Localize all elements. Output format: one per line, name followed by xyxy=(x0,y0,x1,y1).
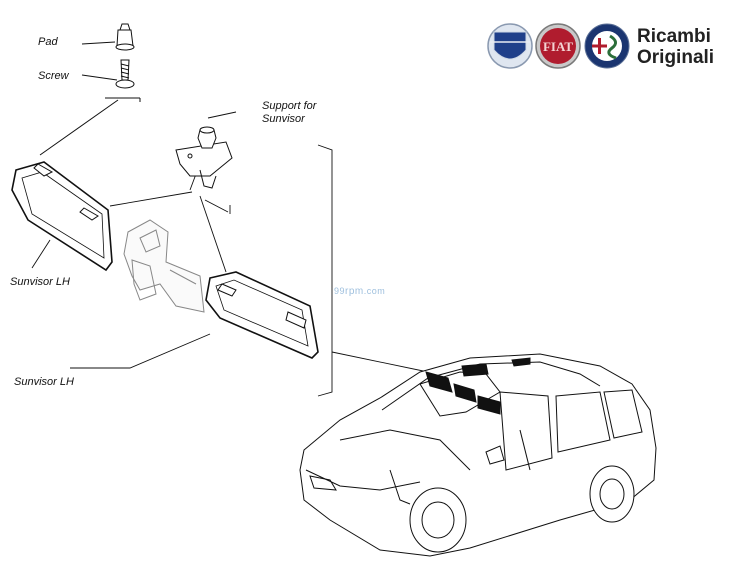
brand-title: Ricambi Originali xyxy=(637,26,714,68)
lancia-logo xyxy=(487,23,533,69)
sunvisor-lower-label: Sunvisor LH xyxy=(14,376,74,388)
car-sunvisor-highlight xyxy=(425,357,531,415)
hinge-assembly xyxy=(123,219,205,313)
screw-part xyxy=(115,59,135,89)
watermark: 99rpm.com xyxy=(334,286,385,297)
pad-label: Pad xyxy=(38,36,58,48)
pad-part xyxy=(115,23,135,51)
support-part xyxy=(175,111,237,189)
support-label-line1: Support for xyxy=(262,100,317,112)
support-label: Support for Sunvisor xyxy=(262,100,316,126)
screw-label: Screw xyxy=(38,70,69,82)
fiat-logo: FIAT xyxy=(535,23,581,69)
watermark-suffix: .com xyxy=(363,286,386,296)
alfa-romeo-logo xyxy=(584,23,630,69)
watermark-main: rpm xyxy=(345,286,364,297)
brand-logos: FIAT xyxy=(487,23,630,69)
support-label-line2: Sunvisor xyxy=(262,113,305,125)
brand-line2: Originali xyxy=(637,47,715,68)
sunvisor-lower xyxy=(205,271,319,359)
sunvisor-upper xyxy=(11,161,113,272)
car-outline xyxy=(299,353,657,557)
watermark-prefix: 99 xyxy=(334,286,346,296)
svg-text:FIAT: FIAT xyxy=(543,39,573,54)
brand-line1: Ricambi xyxy=(637,26,711,47)
sunvisor-upper-label: Sunvisor LH xyxy=(10,276,70,288)
